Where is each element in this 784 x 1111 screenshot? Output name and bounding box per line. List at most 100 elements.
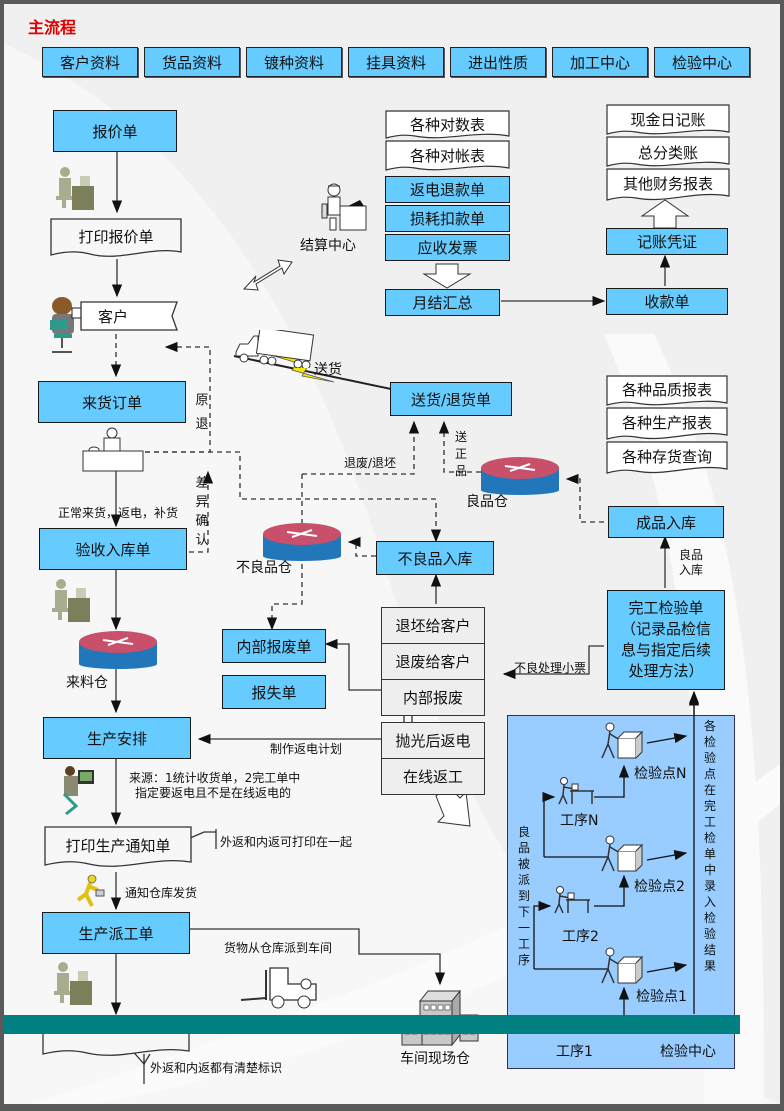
inspection-flow-lines bbox=[533, 692, 700, 1024]
inventory-query-doc[interactable]: 各种存货查询 bbox=[606, 441, 728, 475]
cash-journal-doc[interactable]: 现金日记账 bbox=[606, 104, 730, 136]
forklift-icon bbox=[240, 967, 317, 1009]
print-quote-doc[interactable]: 打印报价单 bbox=[50, 218, 182, 260]
nav-in-out-type[interactable]: 进出性质 bbox=[450, 47, 546, 77]
normal-incoming-note: 正常来货，返电，补货 bbox=[58, 506, 179, 520]
teal-overlay-band bbox=[4, 1015, 740, 1034]
customer-person-icon bbox=[50, 297, 89, 353]
diagram-canvas: 主流程 客户资料 货品资料 镀种资料 挂具资料 进出性质 加工中心 检验中心 报… bbox=[4, 4, 780, 1104]
nav-processing-center[interactable]: 加工中心 bbox=[552, 47, 648, 77]
quality-report-label: 各种品质报表 bbox=[621, 381, 712, 399]
nav-plating-data[interactable]: 镀种资料 bbox=[246, 47, 342, 77]
diff-confirm-note: 差异确认 bbox=[195, 476, 209, 548]
workshop-warehouse-label: 车间现场仓 bbox=[400, 1051, 470, 1067]
checkpoint-n-label: 检验点N bbox=[634, 766, 687, 782]
completion-inspection-line: （记录品检信 bbox=[620, 620, 711, 638]
print-production-notice-doc[interactable]: 打印生产通知单 bbox=[44, 826, 192, 870]
nav-rack-data[interactable]: 挂具资料 bbox=[348, 47, 444, 77]
process-1-label: 工序1 bbox=[556, 1044, 593, 1060]
accountant-icon bbox=[321, 183, 367, 231]
notify-warehouse-note: 通知仓库发货 bbox=[125, 886, 198, 900]
internal-scrap-option[interactable]: 内部报废 bbox=[381, 679, 485, 716]
defect-warehouse-label: 不良品仓 bbox=[236, 560, 292, 576]
replating-refund-box[interactable]: 返电退款单 bbox=[385, 176, 510, 203]
inspector-icon bbox=[601, 835, 644, 872]
operator-at-computer-icon bbox=[62, 766, 94, 816]
clerk-at-desk-icon bbox=[54, 962, 92, 1005]
internal-scrap-doc-box[interactable]: 内部报废单 bbox=[222, 629, 326, 663]
defect-warehouse-icon bbox=[263, 523, 341, 561]
process-n-label: 工序N bbox=[560, 813, 599, 829]
completion-inspection-line: 处理方法） bbox=[628, 662, 704, 680]
reconciliation-report-label: 各种对数表 bbox=[409, 116, 485, 134]
accounting-voucher-box[interactable]: 记账凭证 bbox=[606, 228, 728, 255]
page-title: 主流程 bbox=[28, 18, 77, 37]
finished-goods-in-box[interactable]: 成品入库 bbox=[608, 506, 724, 538]
goods-dispatch-note: 货物从仓库派到车间 bbox=[224, 941, 333, 955]
print-production-notice-label: 打印生产通知单 bbox=[65, 837, 171, 855]
customer-label: 客户 bbox=[97, 308, 128, 326]
checkpoint-1-label: 检验点1 bbox=[636, 989, 687, 1005]
production-schedule-box[interactable]: 生产安排 bbox=[43, 717, 191, 759]
production-report-label: 各种生产报表 bbox=[621, 414, 712, 432]
completion-inspection-line: 完工检验单 bbox=[628, 599, 704, 617]
worker-at-bench-icon bbox=[558, 777, 594, 805]
print-quote-label: 打印报价单 bbox=[78, 228, 154, 246]
inspection-center-label: 检验中心 bbox=[660, 1044, 716, 1060]
return-blank-option[interactable]: 退坯给客户 bbox=[381, 607, 485, 644]
reconciliation-report-doc[interactable]: 各种对数表 bbox=[385, 110, 510, 140]
print-together-note: 外返和内返可打印在一起 bbox=[220, 835, 353, 849]
quality-report-doc[interactable]: 各种品质报表 bbox=[606, 375, 728, 407]
running-courier-icon bbox=[76, 874, 105, 907]
monthly-summary-box[interactable]: 月结汇总 bbox=[385, 289, 500, 316]
other-finance-reports-doc[interactable]: 其他财务报表 bbox=[606, 168, 730, 202]
incoming-order-box[interactable]: 来货订单 bbox=[38, 381, 186, 423]
source-note-line2: 指定要返电且不是在线返电的 bbox=[135, 786, 292, 800]
delivery-truck-icon bbox=[235, 330, 315, 368]
source-note-line1: 来源：1统计收货单，2完工单中 bbox=[129, 771, 301, 785]
inventory-query-label: 各种存货查询 bbox=[621, 448, 712, 466]
production-report-doc[interactable]: 各种生产报表 bbox=[606, 407, 728, 441]
nav-goods-data[interactable]: 货品资料 bbox=[144, 47, 240, 77]
send-good-note: 送正品 bbox=[454, 430, 467, 478]
nav-customer-data[interactable]: 客户资料 bbox=[42, 47, 138, 77]
checkpoint-2-label: 检验点2 bbox=[634, 879, 685, 895]
customer-banner[interactable]: 客户 bbox=[80, 301, 178, 331]
statement-report-doc[interactable]: 各种对帐表 bbox=[385, 140, 510, 172]
general-ledger-doc[interactable]: 总分类账 bbox=[606, 136, 730, 168]
loss-report-box[interactable]: 报失单 bbox=[222, 675, 326, 709]
delivery-return-box[interactable]: 送货/退货单 bbox=[390, 382, 512, 416]
original-return-note: 原退 bbox=[195, 393, 209, 432]
online-rework-option[interactable]: 在线返工 bbox=[381, 758, 485, 795]
general-ledger-label: 总分类账 bbox=[637, 144, 698, 162]
receivable-invoice-box[interactable]: 应收发票 bbox=[385, 234, 510, 261]
polish-replate-option[interactable]: 抛光后返电 bbox=[381, 722, 485, 759]
inspector-icon bbox=[601, 722, 644, 759]
other-finance-reports-label: 其他财务报表 bbox=[622, 175, 713, 193]
production-dispatch-box[interactable]: 生产派工单 bbox=[42, 912, 190, 954]
statement-report-label: 各种对帐表 bbox=[409, 147, 485, 165]
defect-in-box[interactable]: 不良品入库 bbox=[376, 541, 494, 575]
clerk-at-desk-icon bbox=[56, 167, 94, 210]
defect-ticket-note: 不良处理小票 bbox=[514, 661, 587, 675]
completion-inspection-box[interactable]: 完工检验单 （记录品检信 息与指定后续 处理方法） bbox=[607, 590, 725, 690]
settlement-center-label: 结算中心 bbox=[300, 238, 356, 254]
receiving-box[interactable]: 验收入库单 bbox=[39, 528, 187, 570]
checkpoint-entry-note: 各检验点在完工检单中录入检验结果 bbox=[703, 719, 716, 973]
clerk-at-desk-icon bbox=[52, 579, 90, 622]
scrap-return-note: 退废/退坯 bbox=[344, 456, 397, 470]
nav-inspection-center[interactable]: 检验中心 bbox=[654, 47, 750, 77]
worker-at-bench-icon bbox=[554, 886, 590, 914]
good-in-note: 良品入库 bbox=[678, 548, 703, 577]
delivery-label: 送货 bbox=[314, 362, 342, 378]
good-to-next-process-note: 良品被派到下一工序 bbox=[517, 825, 530, 967]
clear-marking-note: 外返和内返都有清楚标识 bbox=[150, 1061, 283, 1075]
loss-deduction-box[interactable]: 损耗扣款单 bbox=[385, 205, 510, 232]
completion-inspection-line: 息与指定后续 bbox=[620, 641, 711, 659]
quote-box[interactable]: 报价单 bbox=[53, 110, 177, 152]
process-2-label: 工序2 bbox=[562, 929, 599, 945]
inspector-icon bbox=[601, 947, 644, 984]
cash-journal-label: 现金日记账 bbox=[630, 111, 706, 129]
incoming-warehouse-label: 来料仓 bbox=[66, 675, 108, 691]
receipt-box[interactable]: 收款单 bbox=[606, 288, 728, 315]
